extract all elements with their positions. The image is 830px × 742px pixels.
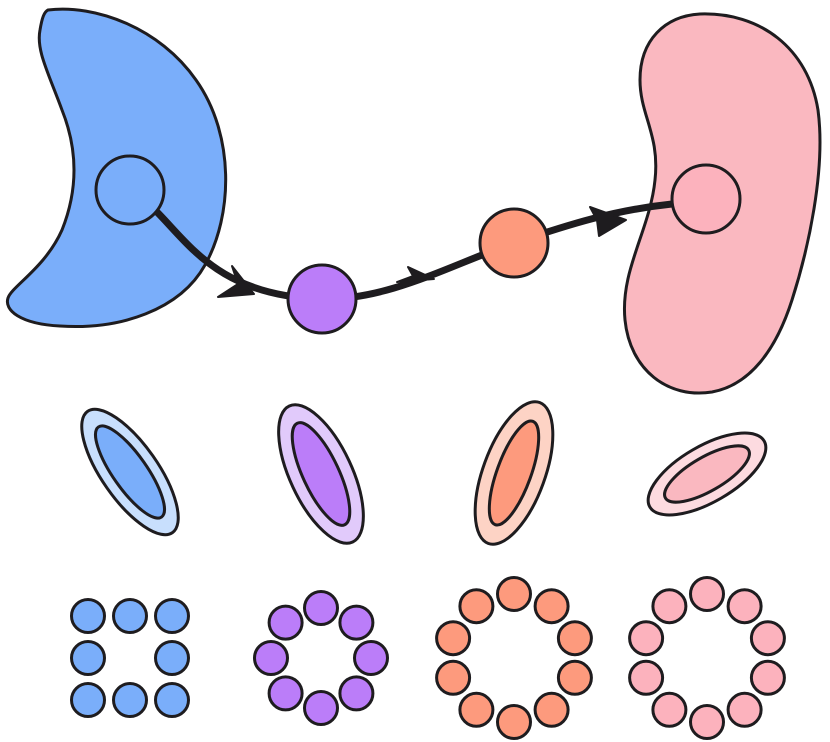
dot-blue-7 [112,682,148,718]
dot-orange-6 [496,704,532,740]
dot-pink-8 [628,659,665,696]
dot-purple-2 [338,604,375,641]
arrowhead-2 [396,266,435,283]
dot-pink-9 [628,620,665,657]
arrowhead-3 [589,206,627,237]
ellipse-purple-inner [290,421,352,527]
dot-purple-8 [267,604,304,641]
dot-ring-pink [628,576,786,740]
dot-orange-10 [458,588,495,625]
dot-purple-6 [267,675,304,712]
dot-pink-4 [749,659,786,696]
dot-orange-1 [496,576,532,612]
dot-blue-2 [112,598,148,634]
dot-orange-3 [556,620,593,657]
dot-pink-7 [651,691,688,728]
ellipse-blue [80,407,180,537]
ellipse-purple [277,403,365,545]
dot-pink-5 [726,691,763,728]
dot-ring-purple [253,590,389,726]
dot-blue-5 [154,640,190,676]
source-point [94,154,166,226]
dot-orange-2 [533,588,570,625]
dot-purple-4 [338,675,375,712]
target-point [670,163,742,235]
ellipse-blue-inner [94,424,166,520]
ellipse-pink [646,431,768,517]
dot-orange-7 [458,691,495,728]
intermediate-point-orange [478,207,550,279]
dot-purple-1 [303,590,339,626]
dot-purple-5 [303,690,339,726]
dot-blue-8 [154,682,190,718]
dot-ring-row [70,576,786,740]
dot-blue-6 [70,682,106,718]
dot-ring-orange [435,576,593,740]
dot-pink-6 [689,704,725,740]
dot-pink-3 [749,620,786,657]
dot-pink-1 [689,576,725,612]
dot-purple-7 [253,640,289,676]
ellipse-row [80,400,768,546]
ellipse-orange [473,400,555,546]
dot-orange-5 [533,691,570,728]
dot-blue-1 [70,598,106,634]
dot-blue-4 [70,640,106,676]
ellipse-orange-inner [487,419,541,527]
transport-path [152,200,676,303]
dot-ring-blue [70,598,190,718]
dot-orange-8 [435,659,472,696]
dot-orange-4 [556,659,593,696]
dot-orange-9 [435,620,472,657]
dot-pink-10 [651,588,688,625]
dot-purple-3 [353,640,389,676]
arrowhead-1 [217,265,255,298]
ellipse-pink-inner [663,444,751,504]
intermediate-point-purple [286,263,358,335]
dot-pink-2 [726,588,763,625]
dot-blue-3 [154,598,190,634]
